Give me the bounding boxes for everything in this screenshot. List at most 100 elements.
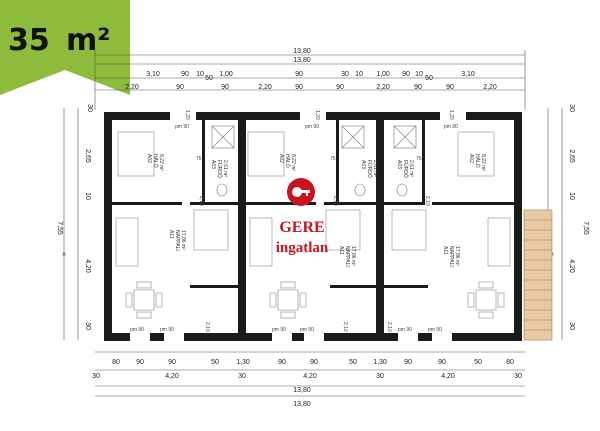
svg-text:2,65: 2,65 bbox=[568, 149, 575, 163]
svg-text:80: 80 bbox=[506, 359, 514, 366]
svg-text:1,20: 1,20 bbox=[314, 110, 320, 120]
svg-text:4,20: 4,20 bbox=[441, 373, 455, 380]
svg-text:2,10: 2,10 bbox=[332, 196, 338, 206]
room-code: A03 bbox=[210, 160, 216, 169]
svg-text:30: 30 bbox=[84, 322, 91, 330]
svg-text:pm 90: pm 90 bbox=[398, 327, 412, 333]
svg-text:90: 90 bbox=[336, 84, 344, 91]
svg-text:30: 30 bbox=[341, 71, 349, 78]
svg-text:90: 90 bbox=[278, 359, 286, 366]
svg-text:3,10: 3,10 bbox=[146, 71, 160, 78]
room-name: HÁLÓ bbox=[284, 154, 291, 168]
svg-text:90: 90 bbox=[295, 71, 303, 78]
svg-text:10: 10 bbox=[355, 71, 363, 78]
section-mark-right: A bbox=[550, 252, 554, 258]
room-area: 2,61 m² bbox=[372, 160, 378, 177]
door-labels: 2,10 2,10 2,10 2,10 2,10 2,10 1,20 1,20 … bbox=[184, 110, 454, 332]
party-walls bbox=[238, 112, 384, 341]
top-total-inner: 13,80 bbox=[293, 57, 311, 64]
svg-text:2,65: 2,65 bbox=[84, 149, 91, 163]
room-area: 17,86 m² bbox=[350, 246, 356, 266]
room-area: 8,22 m² bbox=[480, 154, 486, 171]
svg-text:4,20: 4,20 bbox=[303, 373, 317, 380]
svg-text:30: 30 bbox=[568, 322, 575, 330]
svg-text:90: 90 bbox=[221, 84, 229, 91]
svg-text:4,20: 4,20 bbox=[165, 373, 179, 380]
svg-text:80: 80 bbox=[112, 359, 120, 366]
svg-text:2,20: 2,20 bbox=[376, 84, 390, 91]
kitchen-counters bbox=[193, 209, 427, 251]
room-labels-unit-2: A02 HÁLÓ 8,22 m² A03 FÜRDŐ 2,61 m² A11 N… bbox=[278, 154, 378, 267]
svg-text:90: 90 bbox=[402, 71, 410, 78]
room-area: 8,22 m² bbox=[158, 154, 164, 171]
bottom-segments-row1: 80 90 90 50 1,30 90 90 50 1,30 90 90 50 … bbox=[112, 359, 514, 366]
room-code: A02 bbox=[468, 154, 474, 163]
svg-text:pm 90: pm 90 bbox=[272, 327, 286, 333]
bathroom-fixtures bbox=[211, 125, 417, 197]
svg-text:4,20: 4,20 bbox=[568, 259, 575, 273]
dining-tables bbox=[125, 281, 505, 319]
svg-text:50: 50 bbox=[349, 359, 357, 366]
room-code: A11 bbox=[338, 246, 344, 255]
top-segments-row1: 3,10 90 10 50 1,00 90 30 10 1,00 90 10 5… bbox=[146, 71, 475, 82]
svg-text:10: 10 bbox=[568, 192, 575, 200]
svg-text:2,20: 2,20 bbox=[125, 84, 139, 91]
svg-text:90: 90 bbox=[295, 84, 303, 91]
section-mark-left: A bbox=[62, 252, 66, 258]
room-labels-unit-1: A02 HÁLÓ 8,22 m² A03 FÜRDŐ 2,61 m² A11 N… bbox=[146, 154, 228, 251]
room-name: HÁLÓ bbox=[474, 154, 481, 168]
svg-text:3,10: 3,10 bbox=[461, 71, 475, 78]
top-total-outer: 13,80 bbox=[293, 48, 311, 55]
svg-text:pm 90: pm 90 bbox=[428, 327, 442, 333]
svg-text:2,10: 2,10 bbox=[198, 196, 204, 206]
room-name: NAPPALI bbox=[174, 230, 180, 251]
interior-walls bbox=[112, 120, 514, 288]
svg-text:1,30: 1,30 bbox=[236, 359, 250, 366]
area-number: 35 bbox=[8, 23, 50, 58]
room-code: A02 bbox=[146, 154, 152, 163]
window-labels: pm 90 pm 90 pm 90 pm 90 pm 90 pm 90 pm 9… bbox=[130, 124, 458, 333]
room-code: A11 bbox=[442, 246, 448, 255]
right-total-dim: 7,55 bbox=[582, 221, 589, 235]
room-area: 17,86 m² bbox=[180, 230, 186, 250]
svg-text:10: 10 bbox=[415, 71, 423, 78]
svg-text:1,00: 1,00 bbox=[219, 71, 233, 78]
svg-text:pm 90: pm 90 bbox=[305, 124, 319, 130]
svg-text:30: 30 bbox=[86, 104, 93, 112]
svg-text:1,00: 1,00 bbox=[376, 71, 390, 78]
room-code: A03 bbox=[360, 160, 366, 169]
svg-text:10: 10 bbox=[84, 192, 91, 200]
svg-text:30: 30 bbox=[568, 104, 575, 112]
bottom-dimension-lines bbox=[95, 351, 525, 397]
room-area: 17,86 m² bbox=[454, 246, 460, 266]
svg-text:pm 90: pm 90 bbox=[300, 327, 314, 333]
svg-text:2,20: 2,20 bbox=[258, 84, 272, 91]
svg-text:30: 30 bbox=[238, 373, 246, 380]
room-area: 2,61 m² bbox=[408, 160, 414, 177]
room-code: A11 bbox=[168, 230, 174, 239]
svg-text:50: 50 bbox=[474, 359, 482, 366]
bottom-total-inner: 13,80 bbox=[293, 387, 311, 394]
svg-text:1,20: 1,20 bbox=[448, 110, 454, 120]
svg-text:1,30: 1,30 bbox=[373, 359, 387, 366]
top-dimension-lines bbox=[94, 50, 526, 110]
svg-text:90: 90 bbox=[438, 359, 446, 366]
svg-text:pm 90: pm 90 bbox=[444, 124, 458, 130]
top-segments-row2: 2,20 90 90 2,20 90 90 2,20 90 90 2,20 bbox=[125, 84, 497, 91]
room-name: FÜRDŐ bbox=[216, 160, 223, 178]
svg-text:75: 75 bbox=[330, 156, 336, 162]
bottom-total-outer: 13,80 bbox=[293, 401, 311, 408]
svg-text:90: 90 bbox=[446, 84, 454, 91]
left-dims: 30 2,65 10 4,20 30 7,55 bbox=[56, 104, 93, 330]
svg-text:75: 75 bbox=[416, 156, 422, 162]
room-name: FÜRDŐ bbox=[366, 160, 373, 178]
svg-text:1,20: 1,20 bbox=[184, 110, 190, 120]
svg-text:90: 90 bbox=[136, 359, 144, 366]
gere-logo: GERE ingatlan bbox=[276, 178, 329, 256]
room-name: FÜRDŐ bbox=[402, 160, 409, 178]
room-area: 8,22 m² bbox=[290, 154, 296, 171]
svg-text:50: 50 bbox=[205, 75, 213, 82]
right-dims: 30 2,65 10 4,20 30 7,55 bbox=[568, 104, 589, 330]
left-total-dim: 7,55 bbox=[56, 221, 63, 235]
